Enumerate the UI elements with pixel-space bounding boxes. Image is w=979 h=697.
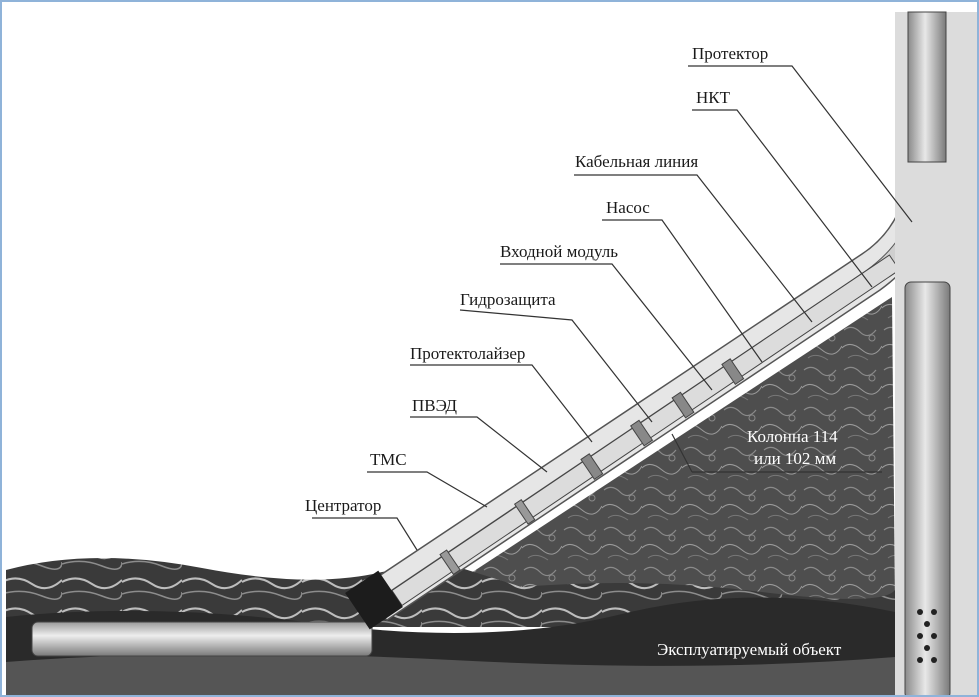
label-exploited-object: Эксплуатируемый объект xyxy=(657,640,841,660)
label-protector: Протектор xyxy=(692,44,768,64)
label-input-module: Входной модуль xyxy=(500,242,618,262)
label-column-line1: Колонна 114 xyxy=(747,426,838,448)
vertical-pipe-lower xyxy=(905,282,950,697)
label-pved: ПВЭД xyxy=(412,396,457,416)
label-tms: ТМС xyxy=(370,450,407,470)
label-centralizer: Центратор xyxy=(305,496,381,516)
label-nkt: НКТ xyxy=(696,88,730,108)
label-cable-line: Кабельная линия xyxy=(575,152,698,172)
label-hydroprotection: Гидрозащита xyxy=(460,290,556,310)
horizontal-liner xyxy=(32,622,372,656)
label-column-line2: или 102 мм xyxy=(754,448,836,470)
label-pump: Насос xyxy=(606,198,650,218)
vertical-tubing-upper xyxy=(908,12,946,162)
label-protectolizer: Протектолайзер xyxy=(410,344,525,364)
